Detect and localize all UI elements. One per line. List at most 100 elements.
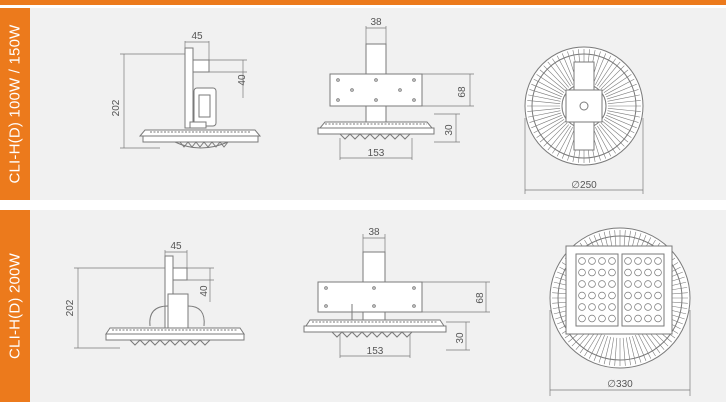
heat-sink-fin: [588, 333, 603, 359]
heat-sink-fin: [547, 124, 570, 151]
led-lens: [588, 280, 596, 288]
led-lens: [644, 268, 652, 277]
heat-sink-fin: [602, 120, 629, 143]
heat-sink-fin: [607, 94, 640, 102]
heat-sink-fin: [625, 337, 631, 366]
heat-sink-fin: [543, 65, 568, 90]
heat-sink-fin: [531, 83, 562, 98]
model-label-tab: CLI-H(D) 100W / 150W: [0, 8, 30, 200]
model-panel-200w: CLI-H(D) 200W: [0, 210, 726, 402]
led-lens: [578, 303, 586, 311]
heat-sink-fin: [598, 61, 621, 88]
led-lens: [598, 280, 606, 288]
led-lens: [624, 257, 632, 265]
heat-sink-fin: [635, 334, 647, 361]
led-lens: [578, 314, 586, 323]
led-lens: [588, 314, 596, 323]
led-lens: [608, 280, 616, 288]
side-offset-dimension: 40: [237, 74, 248, 86]
led-lens: [598, 268, 606, 277]
heat-sink-fin: [605, 78, 635, 95]
led-lens: [624, 291, 632, 300]
side-height-dimension: 202: [111, 99, 122, 116]
heat-sink-fin: [597, 125, 616, 154]
heat-sink-fin: [632, 335, 642, 363]
heat-sink-fin: [605, 117, 635, 134]
top-view-drawing: [549, 227, 691, 396]
led-lens: [598, 257, 606, 265]
heat-sink-fin: [603, 336, 611, 365]
heat-sink-fin: [561, 128, 576, 159]
model-label-tab: CLI-H(D) 200W: [0, 210, 30, 402]
heat-sink-fin: [561, 53, 576, 84]
heat-sink-fin: [598, 124, 621, 151]
led-lens: [624, 314, 632, 323]
technical-drawings: 45 40 202 38 68 30 153 ∅330: [65, 227, 691, 396]
heat-sink-fin: [600, 122, 625, 147]
heat-sink-fin: [531, 114, 562, 129]
heat-sink-fin: [527, 108, 561, 112]
diameter-dimension: ∅250: [571, 180, 597, 191]
led-lens: [588, 291, 596, 300]
heat-sink-fin: [614, 337, 618, 366]
heat-sink-fin: [543, 122, 568, 147]
led-lens: [634, 291, 642, 300]
led-lens: [644, 291, 652, 300]
heat-sink-fin: [622, 337, 626, 366]
led-lens: [608, 314, 616, 323]
front-view-drawing: [303, 234, 490, 358]
led-lens: [578, 280, 586, 288]
front-bracket-dimension: 68: [475, 292, 486, 304]
side-view-drawing: [120, 41, 262, 149]
heat-sink-fin: [533, 78, 563, 95]
led-lens: [578, 291, 586, 300]
side-height-dimension: 202: [65, 299, 76, 316]
heat-sink-fin: [593, 334, 605, 361]
front-base-width-dimension: 153: [368, 148, 385, 159]
led-lens: [578, 268, 586, 277]
led-lens: [588, 268, 596, 277]
heat-sink-fin: [637, 333, 652, 359]
heat-sink-fin: [592, 53, 607, 84]
heat-sink-fin: [536, 119, 565, 138]
led-lens: [644, 314, 652, 323]
led-lens: [654, 291, 662, 300]
heat-sink-fin: [592, 128, 607, 159]
front-bracket-dimension: 68: [457, 86, 468, 98]
heat-sink-fin: [640, 331, 656, 357]
heat-sink-fin: [527, 100, 561, 104]
heat-sink-fin: [536, 74, 565, 93]
led-lens: [608, 303, 616, 311]
heat-sink-fin: [602, 69, 629, 92]
heat-sink-fin: [607, 100, 641, 104]
top-view-drawing: [524, 46, 644, 194]
front-width-dimension: 38: [370, 17, 382, 28]
front-base-height-dimension: 30: [444, 124, 455, 136]
led-lens: [634, 314, 642, 323]
front-base-height-dimension: 30: [455, 332, 466, 344]
led-lens: [624, 303, 632, 311]
led-lens: [608, 291, 616, 300]
led-lens: [634, 280, 642, 288]
heat-sink-fin: [552, 58, 571, 87]
led-lens: [654, 303, 662, 311]
front-width-dimension: 38: [368, 227, 380, 238]
diameter-dimension: ∅330: [607, 379, 633, 390]
side-width-dimension: 45: [170, 241, 182, 252]
led-lens: [608, 268, 616, 277]
led-lens: [654, 268, 662, 277]
front-view-drawing: [317, 26, 474, 160]
led-lens: [624, 268, 632, 277]
top-accent-bar: [0, 0, 726, 5]
side-width-dimension: 45: [191, 31, 203, 42]
side-view-drawing: [74, 250, 245, 349]
heat-sink-fin: [539, 120, 566, 143]
heat-sink-fin: [606, 114, 637, 129]
heat-sink-fin: [598, 335, 608, 363]
heat-sink-fin: [539, 69, 566, 92]
led-lens: [624, 280, 632, 288]
led-lens: [588, 303, 596, 311]
heat-sink-fin: [606, 112, 639, 123]
led-lens: [654, 280, 662, 288]
led-lens: [644, 257, 652, 265]
